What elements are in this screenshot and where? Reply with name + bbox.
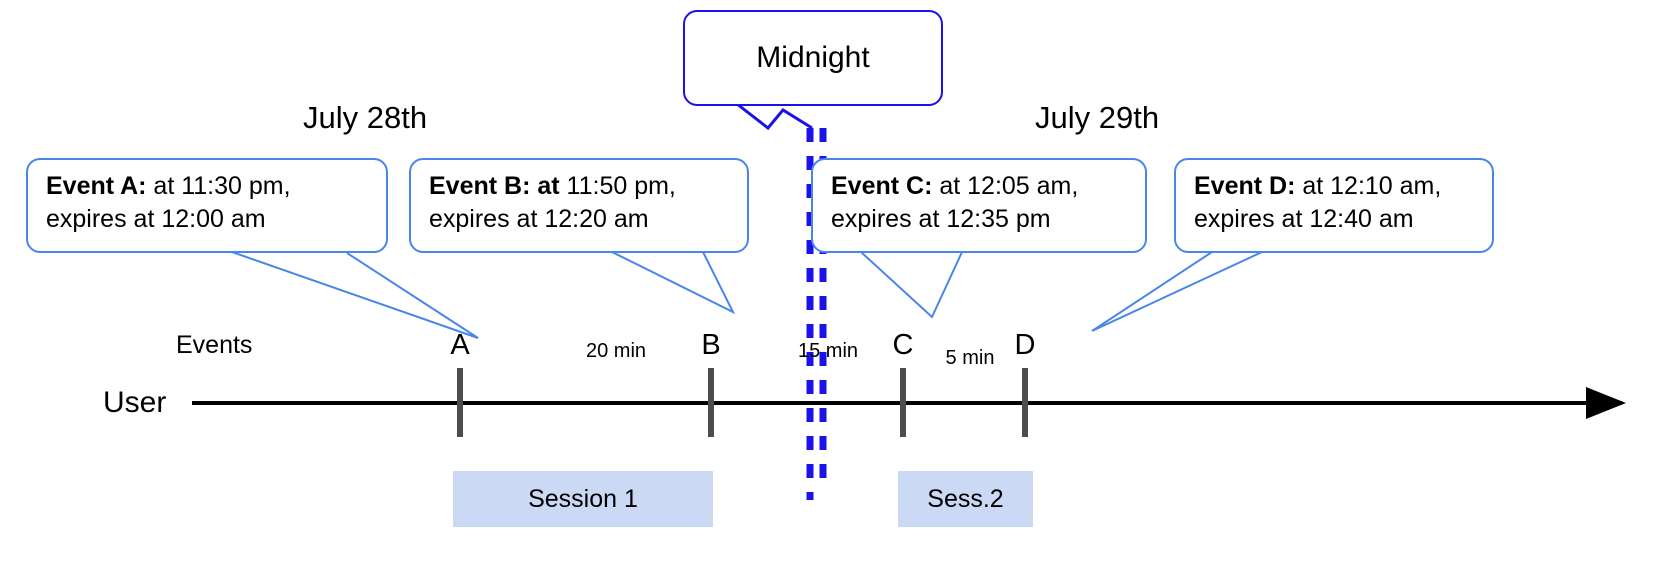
event-c-time: at 12:05 am, xyxy=(932,172,1079,200)
event-a-time: at 11:30 pm, xyxy=(146,172,291,200)
event-a-callout: Event A: at 11:30 pm, expires at 12:00 a… xyxy=(26,158,388,253)
event-d-time: at 12:10 am, xyxy=(1295,172,1442,200)
mark-label-c: C xyxy=(892,329,914,361)
event-d-line-1: Event D: at 12:10 am, xyxy=(1194,170,1478,203)
event-c-line-1: Event C: at 12:05 am, xyxy=(831,170,1131,203)
midnight-callout-tail xyxy=(736,102,813,131)
event-c-callout: Event C: at 12:05 am, expires at 12:35 p… xyxy=(811,158,1147,253)
session-2-label: Sess.2 xyxy=(927,484,1004,513)
event-b-line-2: expires at 12:20 am xyxy=(429,205,649,233)
event-b-line-1: Event B: at 11:50 pm, xyxy=(429,170,733,203)
user-row-label: User xyxy=(103,386,167,419)
event-a-line-2: expires at 12:00 am xyxy=(46,205,266,233)
event-d-line-2: expires at 12:40 am xyxy=(1194,205,1414,233)
event-c-title: Event C: xyxy=(831,172,933,200)
mark-label-b: B xyxy=(701,329,721,361)
session-1-label: Session 1 xyxy=(528,484,638,513)
leader-line-event-b xyxy=(611,251,736,315)
events-row-label: Events xyxy=(176,331,253,359)
event-c-line-2: expires at 12:35 pm xyxy=(831,205,1051,233)
mark-label-a: A xyxy=(450,329,470,361)
leader-line-event-d xyxy=(1091,251,1263,332)
event-b-title: Event B: at xyxy=(429,172,560,200)
gap-label-a-b: 20 min xyxy=(585,340,647,362)
leader-line-event-c xyxy=(860,251,963,319)
event-d-callout: Event D: at 12:10 am, expires at 12:40 a… xyxy=(1174,158,1494,253)
mark-label-d: D xyxy=(1014,329,1036,361)
event-a-title: Event A: xyxy=(46,172,147,200)
event-b-callout: Event B: at 11:50 pm, expires at 12:20 a… xyxy=(409,158,749,253)
date-july-29: July 29th xyxy=(1035,100,1160,135)
leader-line-event-a xyxy=(231,251,479,339)
gap-label-b-c: 15 min xyxy=(797,340,859,362)
event-d-title: Event D: xyxy=(1194,172,1296,200)
session-2-bar: Sess.2 xyxy=(898,471,1033,527)
date-july-28: July 28th xyxy=(303,100,428,135)
gap-label-c-d: 5 min xyxy=(945,347,995,369)
midnight-callout: Midnight xyxy=(683,10,943,106)
event-a-line-1: Event A: at 11:30 pm, xyxy=(46,170,372,203)
session-1-bar: Session 1 xyxy=(453,471,713,527)
event-b-time: 11:50 pm, xyxy=(559,172,676,200)
midnight-callout-label: Midnight xyxy=(756,41,870,74)
